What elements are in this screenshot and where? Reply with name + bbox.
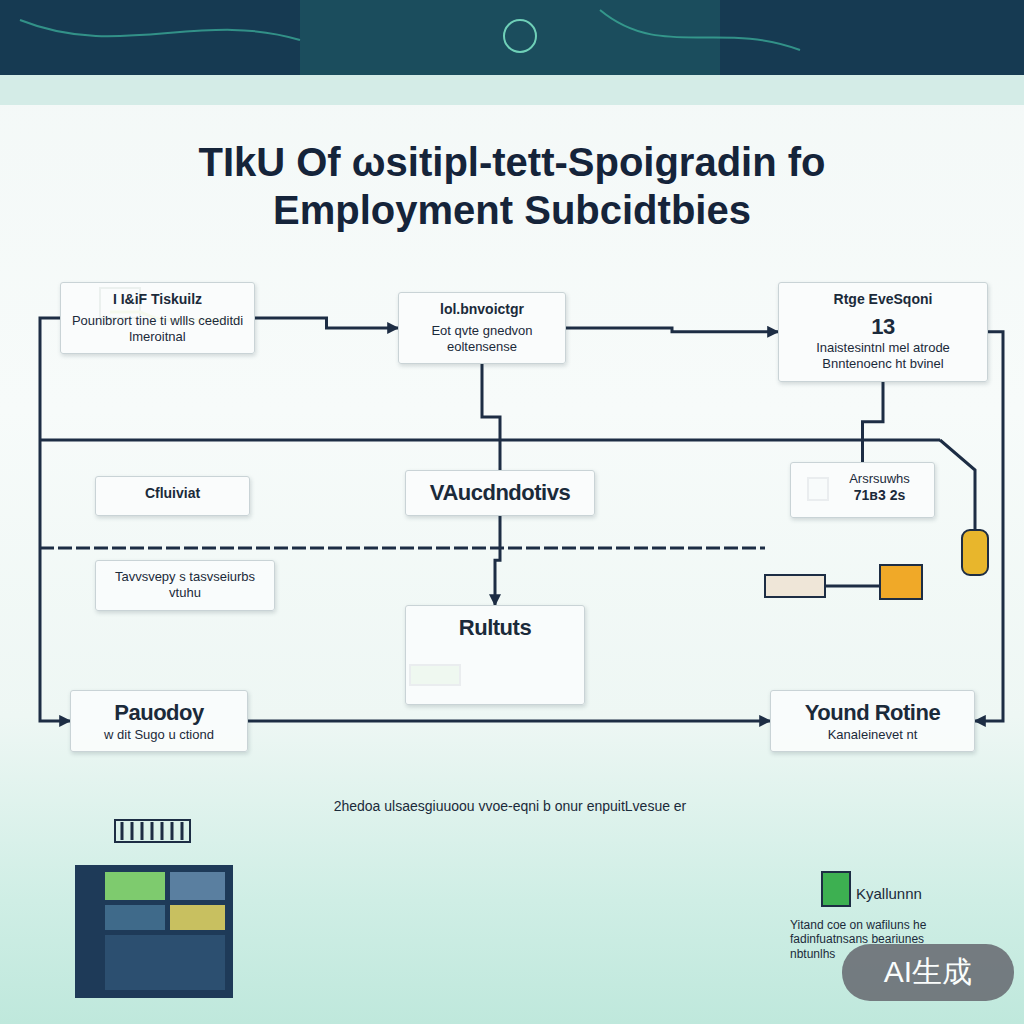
box-text: vtuhu xyxy=(106,585,264,601)
panel-cell xyxy=(170,905,225,930)
box-heading: Tavvsvepy s tasvseiurbs xyxy=(106,569,264,585)
note-label: Kyallunnn xyxy=(856,885,996,902)
header-band xyxy=(0,0,1024,75)
header-curves xyxy=(20,10,800,50)
box-text: w dit Sugo u ctiond xyxy=(81,727,237,743)
process-box: Pauodoyw dit Sugo u ctiond xyxy=(70,690,248,752)
connector xyxy=(495,516,500,606)
connector xyxy=(863,382,884,463)
process-box: Arsrsuwhs71ʙ3 2s xyxy=(790,462,935,518)
panel-cell xyxy=(170,872,225,900)
connector xyxy=(248,719,770,722)
process-box: Yound RotineKanaleinevet nt xyxy=(770,690,975,752)
box-heading: lol.bnvoictgr xyxy=(409,301,555,319)
connector xyxy=(975,332,1003,721)
box-text: Pounibrort tine ti wllls ceeditdi lmeroi… xyxy=(71,313,244,346)
process-box: lol.bnvoictgrEot qvte gnedvon eoltensens… xyxy=(398,292,566,364)
box-heading: I I&iF Tiskuilz xyxy=(71,291,244,309)
diagram-title: TIkU Of ωsitipl-tett-Spoigradin fo Emplo… xyxy=(100,138,924,234)
connector xyxy=(255,318,398,328)
process-box: VAucdndotivs xyxy=(405,470,595,516)
box-text: Eot qvte gnedvon eoltensense xyxy=(409,323,555,356)
connector xyxy=(40,318,70,721)
process-box: Rultuts xyxy=(405,605,585,705)
box-heading: Yound Rotine xyxy=(781,699,964,727)
dashboard-panel xyxy=(75,865,233,998)
process-box: Cfluiviat xyxy=(95,476,250,516)
box-heading: Rultuts xyxy=(416,614,574,642)
plug-icon xyxy=(962,530,988,575)
note-label: 2hedoa ulsaesgiuuoou vvoe-eqni b onur en… xyxy=(200,798,820,814)
box-heading: Rtge EveSqoni xyxy=(789,291,977,309)
box-heading: Pauodoy xyxy=(81,699,237,727)
block-icon xyxy=(880,565,922,599)
box-text: Inaistesintnl mel atrode Bnntenoenc ht b… xyxy=(789,340,977,373)
panel-cell xyxy=(105,935,225,990)
watermark: AI生成 xyxy=(842,944,1014,1001)
barcode-icon xyxy=(115,820,190,842)
panel-cell xyxy=(105,905,165,930)
process-box: Rtge EveSqoni 13Inaistesintnl mel atrode … xyxy=(778,282,988,382)
bus-line xyxy=(40,547,765,550)
process-box: I I&iF TiskuilzPounibrort tine ti wllls … xyxy=(60,282,255,354)
box-heading: VAucdndotivs xyxy=(416,479,584,507)
connector xyxy=(482,364,500,470)
barcode-bars xyxy=(122,822,182,840)
header-fade xyxy=(0,75,1024,105)
box-heading: Cfluiviat xyxy=(106,485,239,503)
wire xyxy=(825,585,880,588)
bus-line xyxy=(40,439,940,442)
box-heading: Arsrsuwhs xyxy=(835,471,924,487)
box-text: 13 xyxy=(789,313,977,341)
panel-cell xyxy=(105,872,165,900)
box-text: 71ʙ3 2s xyxy=(835,487,924,505)
icon xyxy=(822,872,850,906)
connector xyxy=(566,328,778,332)
box-text: Kanaleinevet nt xyxy=(781,727,964,743)
tool-icon xyxy=(765,575,825,597)
process-box: Tavvsvepy s tasvseiurbsvtuhu xyxy=(95,560,275,611)
header-glow xyxy=(300,0,720,75)
header-ring xyxy=(504,20,536,52)
